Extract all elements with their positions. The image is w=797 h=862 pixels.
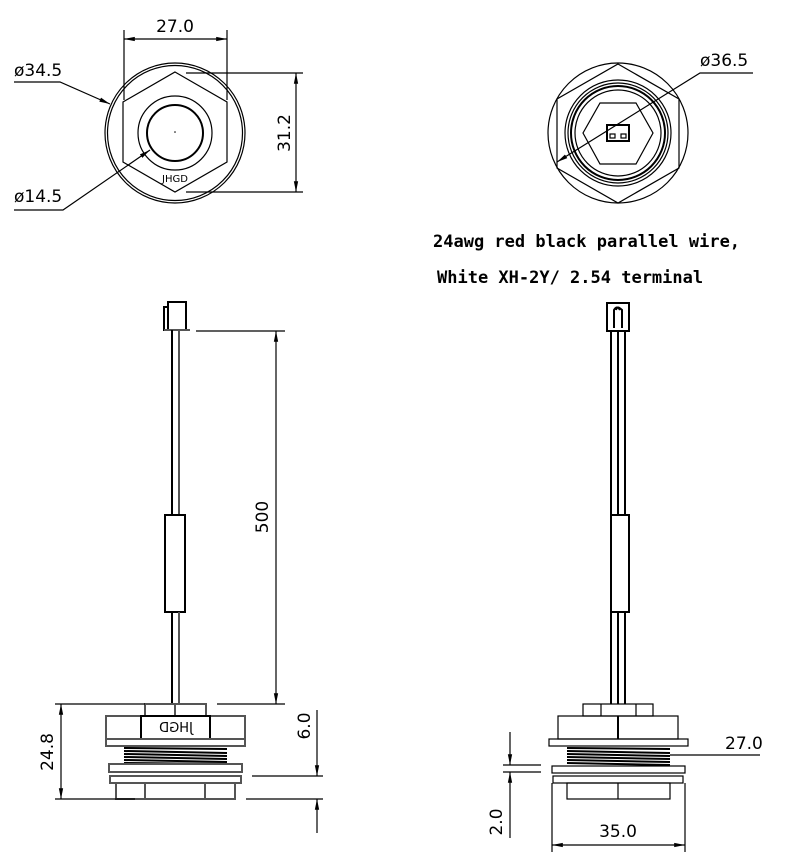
dim-washer: 2.0 bbox=[487, 808, 507, 835]
side-marking: JHGD bbox=[159, 721, 194, 736]
dim-inner-dia: ø14.5 bbox=[14, 187, 62, 207]
dim-width: 27.0 bbox=[156, 17, 194, 37]
dim-wire-length: 500 bbox=[253, 501, 273, 533]
note-line-1: 24awg red black parallel wire, bbox=[433, 232, 740, 252]
side-view-left: 500 JHGD 24.8 6.0 bbox=[38, 301, 323, 833]
dim-outer-dia: ø34.5 bbox=[14, 61, 62, 81]
dim-thread-dia: 27.0 bbox=[725, 734, 763, 754]
side-view-right: 27.0 2.0 35.0 bbox=[487, 302, 763, 852]
thread bbox=[123, 747, 228, 765]
dim-rear-dia: ø36.5 bbox=[700, 51, 748, 71]
dim-height: 31.2 bbox=[275, 114, 295, 152]
rear-view: ø36.5 bbox=[547, 51, 753, 204]
front-view: JHGD 27.0 31.2 ø34.5 ø14.5 bbox=[14, 17, 303, 211]
marking-text: JHGD bbox=[161, 174, 188, 185]
dim-total-height: 24.8 bbox=[38, 733, 58, 771]
note-line-2: White XH-2Y/ 2.54 terminal bbox=[437, 268, 703, 288]
dim-base-width: 35.0 bbox=[599, 822, 637, 842]
dim-thread-height: 6.0 bbox=[295, 712, 315, 739]
